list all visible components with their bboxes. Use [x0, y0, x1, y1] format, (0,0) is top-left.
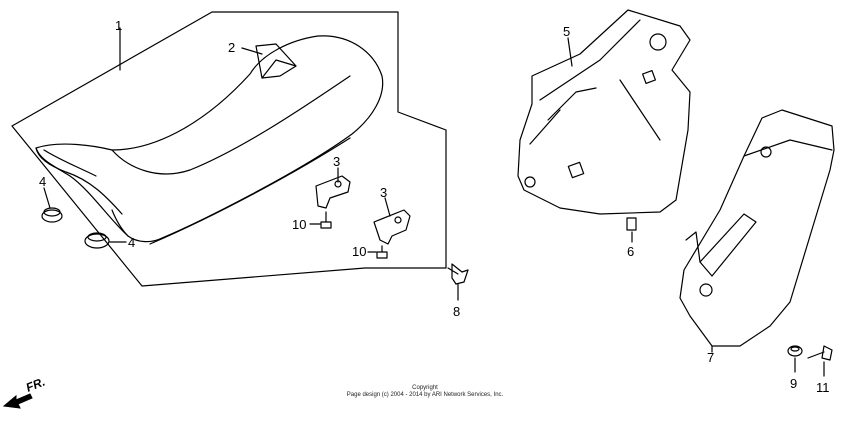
- callout-4b: 4: [128, 235, 135, 250]
- callout-6: 6: [627, 244, 634, 259]
- cushion-upper: [41, 207, 63, 223]
- callout-10b: 10: [352, 244, 366, 259]
- callout-3a: 3: [333, 154, 340, 169]
- seat-assembly-outline: [11, 11, 447, 287]
- callout-2: 2: [228, 40, 235, 55]
- leader-2: [241, 47, 263, 55]
- callout-1: 1: [115, 18, 122, 33]
- callout-8: 8: [453, 304, 460, 319]
- side-cover-left: [517, 9, 691, 215]
- callout-4a: 4: [39, 174, 46, 189]
- callout-9: 9: [790, 376, 797, 391]
- callout-3b: 3: [380, 185, 387, 200]
- copyright-line-1: Copyright: [412, 385, 438, 391]
- callout-10a: 10: [292, 217, 306, 232]
- bolt-10-left: [320, 211, 332, 229]
- clip-6: [626, 217, 637, 231]
- copyright-line-2: Page design (c) 2004 - 2014 by ARI Netwo…: [346, 392, 504, 398]
- bolt-11: [807, 345, 833, 361]
- front-direction-label: FR.: [24, 375, 47, 395]
- bolt-8: [447, 263, 469, 285]
- seat: [35, 35, 384, 245]
- side-cover-right: [679, 109, 835, 347]
- callout-7: 7: [707, 350, 714, 365]
- leader-4a: [43, 187, 51, 209]
- cushion-lower: [84, 232, 110, 249]
- callout-5: 5: [563, 24, 570, 39]
- leader-3b: [384, 197, 391, 217]
- leader-5: [567, 37, 573, 67]
- bolt-10-right: [376, 245, 388, 259]
- front-direction-arrow: FR.: [2, 375, 47, 409]
- bracket-right: [373, 209, 411, 245]
- callout-11: 11: [816, 380, 830, 395]
- bracket-left: [315, 175, 351, 209]
- seat-strap: [255, 43, 297, 79]
- collar-9: [787, 345, 803, 357]
